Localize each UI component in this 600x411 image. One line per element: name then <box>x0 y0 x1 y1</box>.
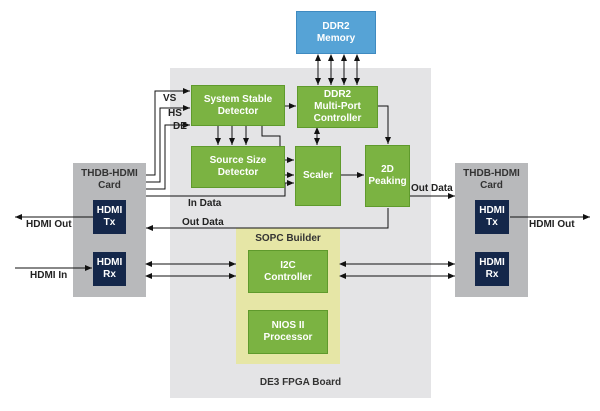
hdmi-out-left-label: HDMI Out <box>26 219 72 230</box>
in-data-label: In Data <box>188 198 222 209</box>
right-hdmi-rx-block: HDMI Rx <box>475 252 509 286</box>
left-card-title: THDB-HDMI Card <box>81 168 138 191</box>
out-data-left-label: Out Data <box>182 217 224 228</box>
sopc-builder-title: SOPC Builder <box>255 233 321 244</box>
in-data-line <box>146 180 294 197</box>
right-card-title: THDB-HDMI Card <box>463 168 520 191</box>
source-size-detector-block: Source Size Detector <box>191 146 285 188</box>
ddr2-memory-block: DDR2 Memory <box>296 11 376 54</box>
out-data-right-label: Out Data <box>411 183 453 194</box>
de-signal-line <box>146 122 190 190</box>
i2c-controller-block: I2C Controller <box>248 250 328 293</box>
left-hdmi-rx-block: HDMI Rx <box>93 252 126 286</box>
controller-to-peaking-arrow <box>378 105 391 144</box>
ddr2-controller-block: DDR2 Multi-Port Controller <box>297 86 378 128</box>
out-data-left-arrow <box>146 208 389 231</box>
de-label: DE <box>173 121 187 132</box>
left-hdmi-tx-block: HDMI Tx <box>93 200 126 234</box>
hdmi-in-left-label: HDMI In <box>30 270 68 281</box>
scaler-block: Scaler <box>295 146 341 206</box>
fpga-board-title: DE3 FPGA Board <box>259 377 342 388</box>
system-stable-detector-block: System Stable Detector <box>191 85 285 126</box>
hs-label: HS <box>168 108 182 119</box>
right-hdmi-tx-block: HDMI Tx <box>475 200 509 234</box>
vs-label: VS <box>163 93 177 104</box>
nios-ii-processor-block: NIOS II Processor <box>248 310 328 354</box>
hs-signal-line <box>146 105 190 183</box>
2d-peaking-block: 2D Peaking <box>365 145 410 207</box>
vs-signal-line <box>146 88 190 176</box>
hdmi-out-right-label: HDMI Out <box>529 219 575 230</box>
